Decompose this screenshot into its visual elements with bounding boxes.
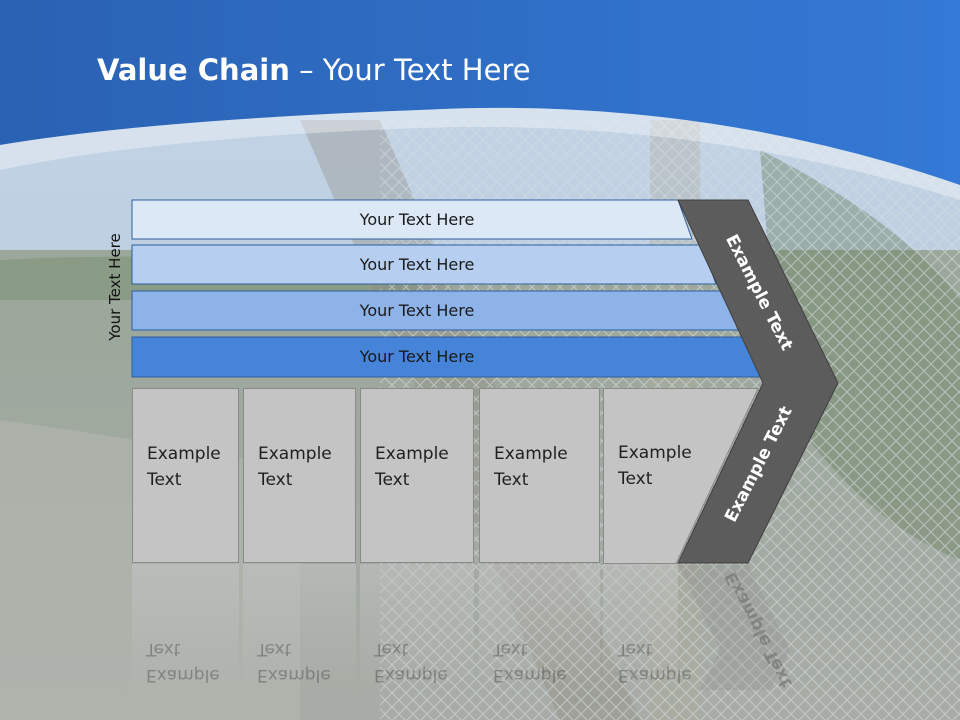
activity-box-5-reflection-label: Example Text [618,639,692,685]
activity-box-5-reflection: Example Text [603,564,692,694]
activity-box-4-label: Example Text [494,444,568,490]
activity-box-5-shape [603,388,759,564]
activity-box-2-reflection: Example Text [243,564,356,694]
support-bar-1-label: Your Text Here [359,210,475,229]
support-bar-4-label: Your Text Here [359,347,475,366]
support-bar-2-label: Your Text Here [359,255,475,274]
activity-box-3-label: Example Text [375,444,449,490]
page-title: Value Chain – Your Text Here [97,53,531,87]
activity-box-1-reflection: Example Text [132,564,239,694]
activity-box-5[interactable]: Example Text [603,388,723,563]
activity-box-5-label: Example Text [618,443,692,489]
activity-box-1-label: Example Text [147,444,221,490]
support-bar-2-shape [131,244,717,285]
activity-box-3[interactable]: Example Text [360,388,474,563]
activity-box-3-reflection: Example Text [360,564,474,694]
activity-box-2-label: Example Text [258,444,332,490]
activity-box-4-reflection-label: Example Text [493,639,567,685]
activity-box-4[interactable]: Example Text [479,388,600,563]
support-bar-1-shape [131,199,693,240]
title-bold: Value Chain [97,53,290,87]
activity-box-3-reflection-label: Example Text [374,639,448,685]
activity-box-4-reflection: Example Text [479,564,600,694]
activity-box-1-reflection-label: Example Text [146,639,220,685]
activity-box-2-reflection-label: Example Text [257,639,331,685]
activity-box-2[interactable]: Example Text [243,388,356,563]
activity-box-1[interactable]: Example Text [132,388,239,563]
support-bar-3-label: Your Text Here [359,301,475,320]
title-rest: – Your Text Here [289,53,531,87]
